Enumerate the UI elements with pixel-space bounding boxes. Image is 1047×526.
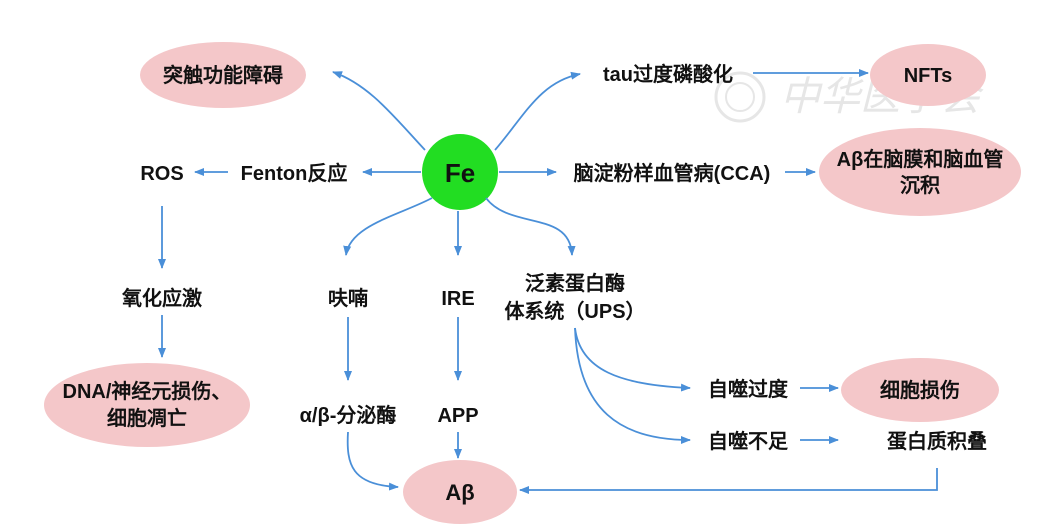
node-ros-label: ROS: [140, 163, 183, 185]
node-fenton-label: Fenton反应: [241, 161, 348, 185]
node-nfts-label: NFTs: [904, 65, 953, 87]
node-cca-label: 脑淀粉样血管病(CCA): [574, 161, 771, 185]
node-abeta-deposition-line2: 沉积: [900, 174, 940, 197]
node-cell-damage-ellipse: [841, 358, 999, 422]
node-protein-aggregation-label: 蛋白质积叠: [887, 429, 987, 453]
node-autophagy-excess-label: 自噬过度: [708, 377, 789, 401]
node-abeta-ellipse: [403, 460, 517, 524]
node-synapse-ellipse: [140, 42, 306, 108]
arrow-fe-ups: [485, 197, 576, 256]
center-fe-label: Fe: [445, 158, 475, 188]
node-ups-line1: 泛素蛋白酶: [525, 271, 625, 295]
node-dna-ellipse: [44, 363, 250, 447]
arrows: [158, 69, 938, 494]
node-nfts-ellipse: [870, 44, 986, 106]
node-furin-label: 呋喃: [328, 286, 368, 310]
arrow-ups-autophagy-excess: [574, 327, 691, 392]
node-tau-label: tau过度磷酸化: [603, 62, 733, 86]
center-fe-circle: [422, 134, 498, 210]
node-app-label: APP: [437, 405, 478, 427]
arrow-aggregation-abeta: [519, 468, 938, 494]
arrow-fe-tau: [494, 71, 581, 151]
node-autophagy-deficit-label: 自噬不足: [708, 429, 789, 453]
node-dna-line2: 细胞凋亡: [107, 406, 187, 430]
node-synapse-label: 突触功能障碍: [163, 63, 283, 87]
arrow-fe-furin: [343, 197, 433, 256]
node-abeta-deposition-ellipse: [819, 128, 1021, 216]
node-abeta-deposition-line1: Aβ在脑膜和脑血管: [837, 147, 1004, 171]
node-oxidative-label: 氧化应激: [121, 286, 202, 310]
arrow-fe-synapse: [332, 71, 426, 151]
arrow-secretase-abeta: [346, 431, 399, 491]
node-secretase-label: α/β-分泌酶: [300, 403, 397, 427]
logo-seal-icon: [714, 71, 766, 123]
node-ups-line2: 体系统（UPS）: [504, 299, 645, 323]
node-ire-label: IRE: [441, 288, 474, 310]
node-dna-line1: DNA/神经元损伤、: [63, 379, 232, 403]
node-cell-damage-label: 细胞损伤: [880, 378, 960, 402]
arrow-ups-autophagy-deficit: [574, 327, 691, 444]
node-abeta-label: Aβ: [445, 480, 474, 505]
